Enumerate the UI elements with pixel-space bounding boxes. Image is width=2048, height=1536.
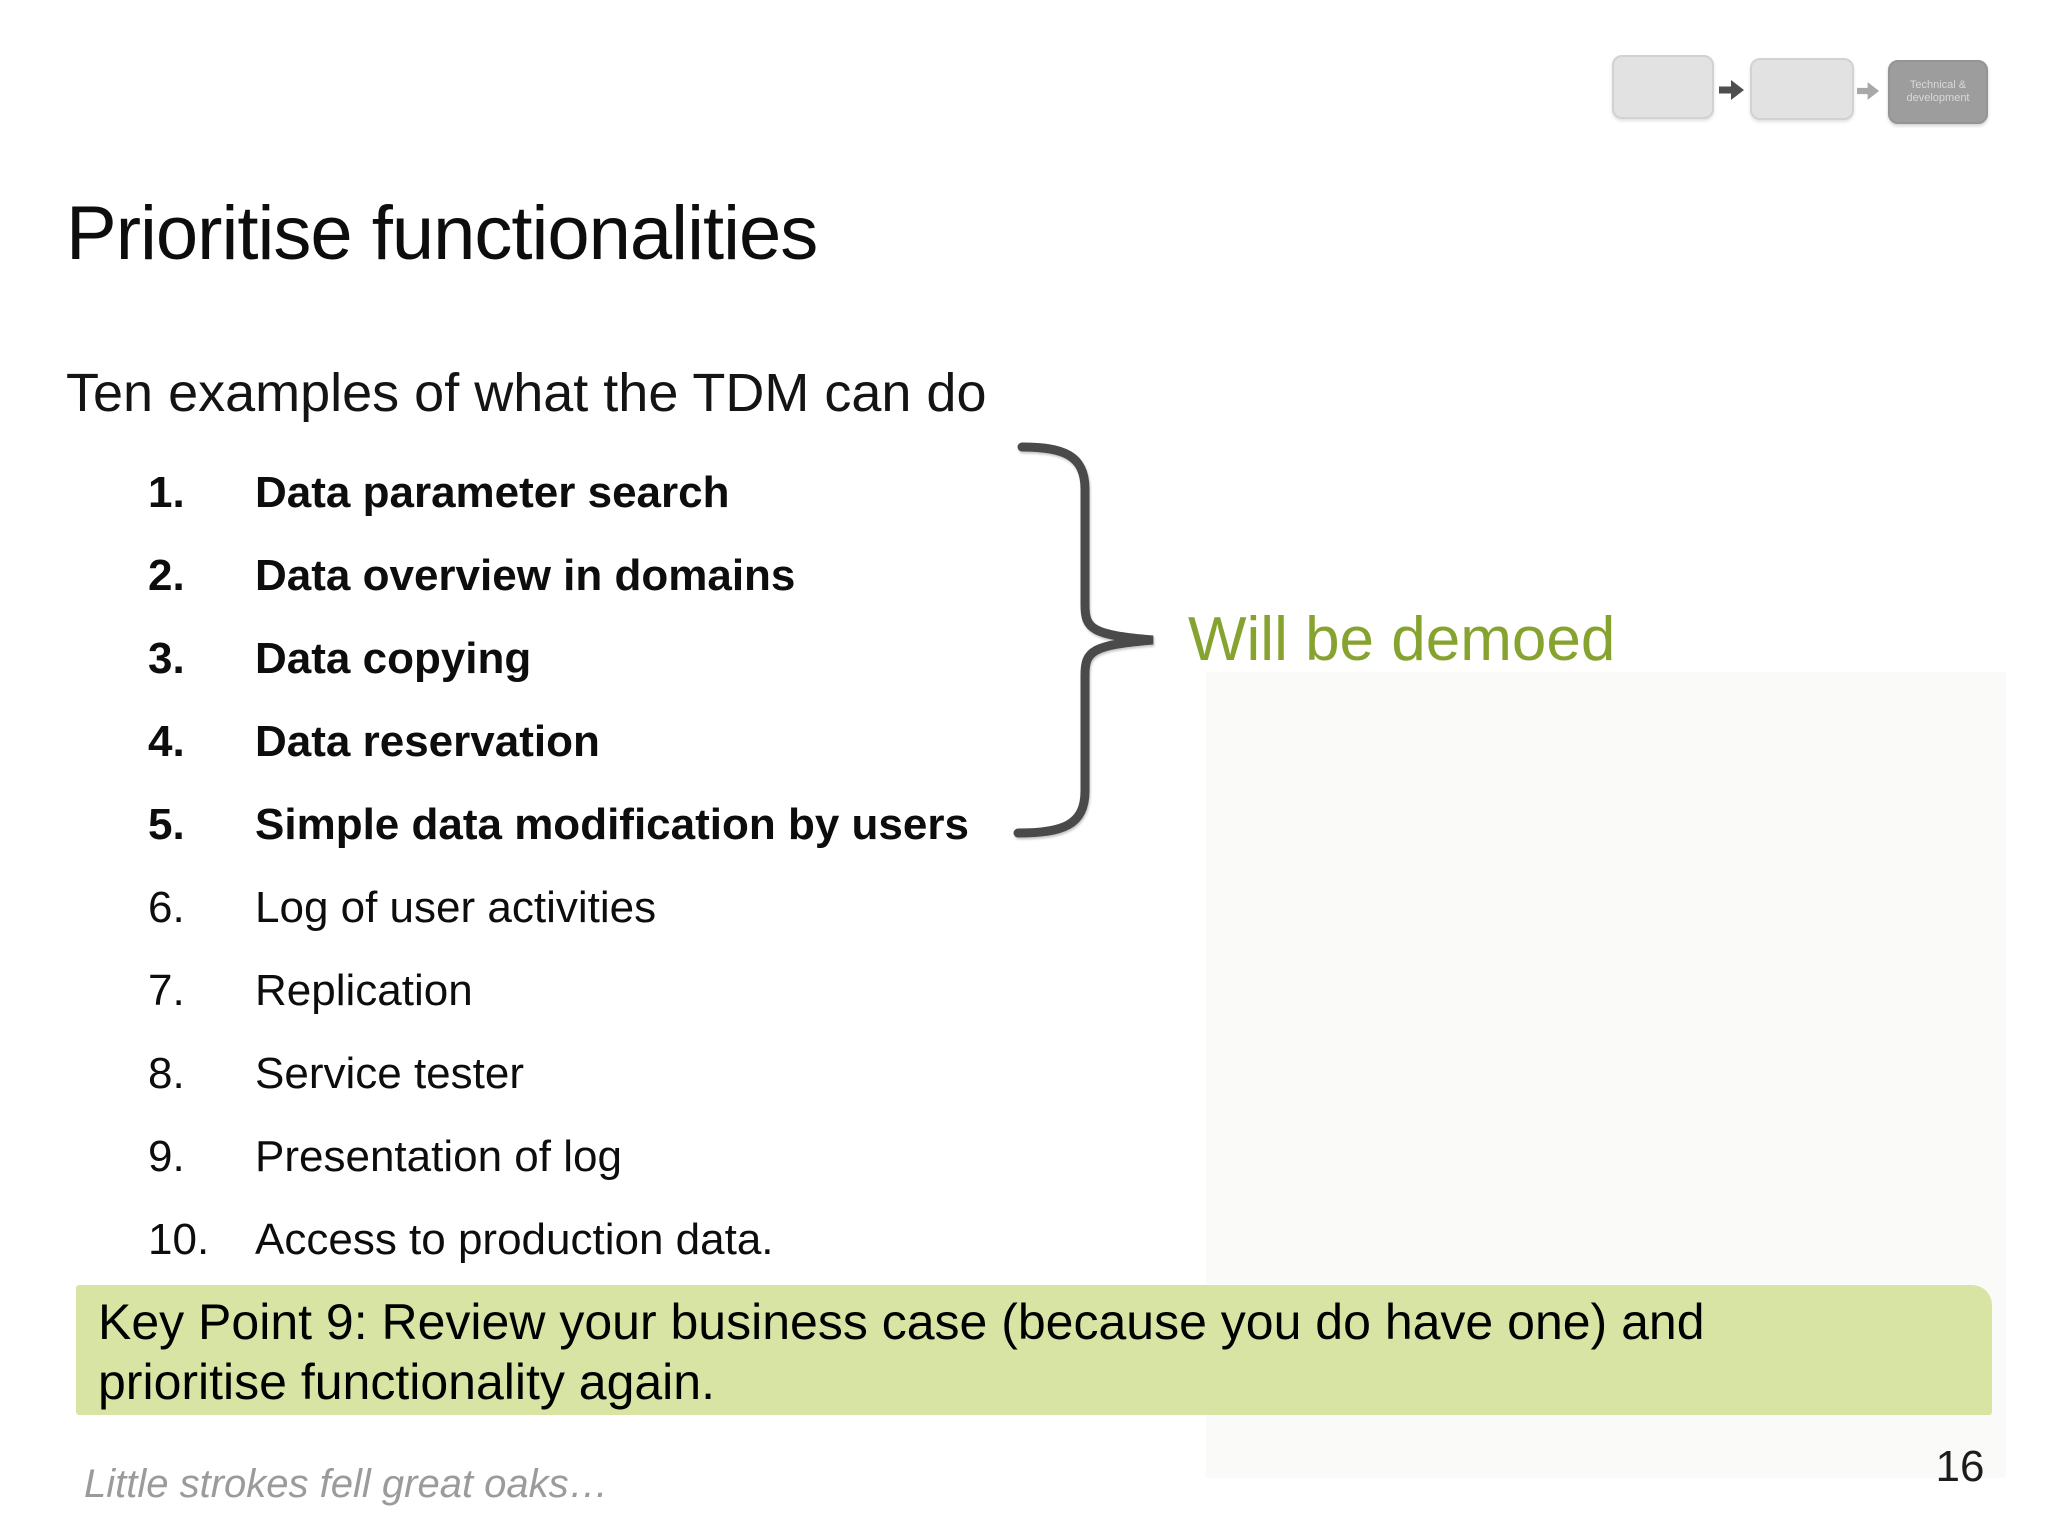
list-item-number: 2.	[148, 551, 185, 600]
list-item-label: Replication	[255, 966, 473, 1015]
list-item-10: 10. Access to production data.	[148, 1198, 1148, 1281]
process-step-3-technical-development: Technical & development	[1888, 60, 1988, 124]
list-item-9: 9. Presentation of log	[148, 1115, 1148, 1198]
slide-subtitle: Ten examples of what the TDM can do	[66, 363, 987, 423]
list-item-label: Simple data modification by users	[255, 800, 969, 849]
will-be-demoed-label: Will be demoed	[1188, 605, 1616, 674]
arrow-right-icon	[1719, 80, 1744, 100]
list-item-4: 4. Data reservation	[148, 700, 1148, 783]
arrow-right-icon	[1857, 82, 1880, 100]
list-item-8: 8. Service tester	[148, 1032, 1148, 1115]
list-item-number: 3.	[148, 634, 185, 683]
footer-quote: Little strokes fell great oaks…	[84, 1462, 609, 1506]
list-item-label: Service tester	[255, 1049, 524, 1098]
list-item-number: 5.	[148, 800, 185, 849]
list-item-2: 2. Data overview in domains	[148, 534, 1148, 617]
functionality-list: 1. Data parameter search 2. Data overview i…	[148, 451, 1148, 1281]
list-item-6: 6. Log of user activities	[148, 866, 1148, 949]
process-step-label: Technical & development	[1906, 79, 1970, 104]
key-point-box: Key Point 9: Review your business case (…	[76, 1285, 1992, 1415]
list-item-label: Data overview in domains	[255, 551, 796, 600]
list-item-number: 9.	[148, 1132, 185, 1181]
process-step-2	[1750, 58, 1854, 120]
list-item-number: 10.	[148, 1215, 210, 1264]
slide-title: Prioritise functionalities	[66, 191, 818, 276]
list-item-label: Presentation of log	[255, 1132, 622, 1181]
list-item-3: 3. Data copying	[148, 617, 1148, 700]
process-diagram: Technical & development	[1600, 40, 2020, 140]
grouping-brace	[1008, 437, 1168, 847]
process-step-1	[1612, 55, 1714, 119]
list-item-number: 8.	[148, 1049, 185, 1098]
list-item-5: 5. Simple data modification by users	[148, 783, 1148, 866]
curly-brace-icon	[1013, 442, 1154, 838]
list-item-1: 1. Data parameter search	[148, 451, 1148, 534]
key-point-line1: Key Point 9: Review your business case (…	[98, 1294, 1705, 1350]
list-item-label: Data copying	[255, 634, 532, 683]
list-item-label: Data reservation	[255, 717, 600, 766]
list-item-number: 7.	[148, 966, 185, 1015]
list-item-label: Data parameter search	[255, 468, 730, 517]
list-item-number: 4.	[148, 717, 185, 766]
list-item-number: 6.	[148, 883, 185, 932]
list-item-label: Log of user activities	[255, 883, 657, 932]
list-item-7: 7. Replication	[148, 949, 1148, 1032]
page-number: 16	[1935, 1442, 1985, 1491]
list-item-label: Access to production data.	[255, 1215, 774, 1264]
key-point-line2: prioritise functionality again.	[98, 1354, 715, 1410]
list-item-number: 1.	[148, 468, 185, 517]
